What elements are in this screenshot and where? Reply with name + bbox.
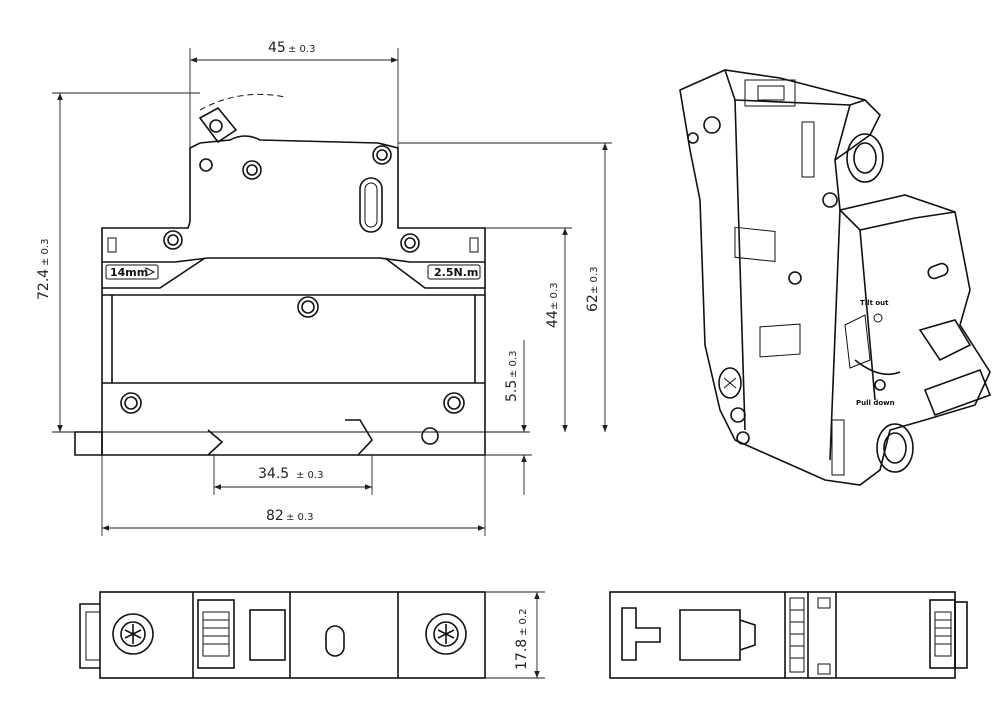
dim-62-value: 62 [585,294,601,312]
front-view: 14mm 2.5N.m [52,93,530,456]
dim-345-value: 34.5 [258,466,289,482]
hole [120,392,142,414]
dim-178-value: 17.8 [514,639,530,670]
dim-45-tol: ± 0.3 [288,44,315,55]
front-dimensions: 45 ± 0.3 72.4 ± 0.3 62 ± 0.3 44 ± 0.3 5.… [36,40,612,536]
hole [443,392,465,414]
din-clip-left [74,431,103,456]
dim-44-tol: ± 0.3 [549,283,560,310]
dim-62-tol: ± 0.3 [589,267,600,294]
hole [199,158,213,172]
dim-82-value: 82 [266,508,284,524]
dim-72-tol: ± 0.3 [40,239,51,266]
upper-body-outline [101,135,486,456]
pull-down-label: Pull down [856,399,895,407]
dim-55-value: 5.5 [504,380,520,402]
hole [297,296,319,318]
bottom-view-right [609,591,968,679]
dim-82-tol: ± 0.3 [286,512,313,523]
bottom-view-left: 17.8 ± 0.2 [79,591,545,679]
strip-length-label: 14mm [110,266,148,279]
dim-45-value: 45 [268,40,286,56]
hole [372,145,392,165]
hole [163,230,183,250]
lever-arc [199,93,286,111]
tilt-out-label: Tilt out [860,299,889,307]
dim-55-tol: ± 0.3 [508,351,519,378]
dim-72-value: 72.4 [36,269,52,300]
torque-label: 2.5N.m [434,266,478,279]
isometric-view: Tilt out Pull down [679,69,992,486]
slot [359,177,383,233]
hole [400,233,420,253]
hole [242,160,262,180]
lever [198,106,238,144]
dim-345-tol: ± 0.3 [296,470,323,481]
dim-44-value: 44 [545,310,561,328]
dim-178-tol: ± 0.2 [518,609,529,636]
